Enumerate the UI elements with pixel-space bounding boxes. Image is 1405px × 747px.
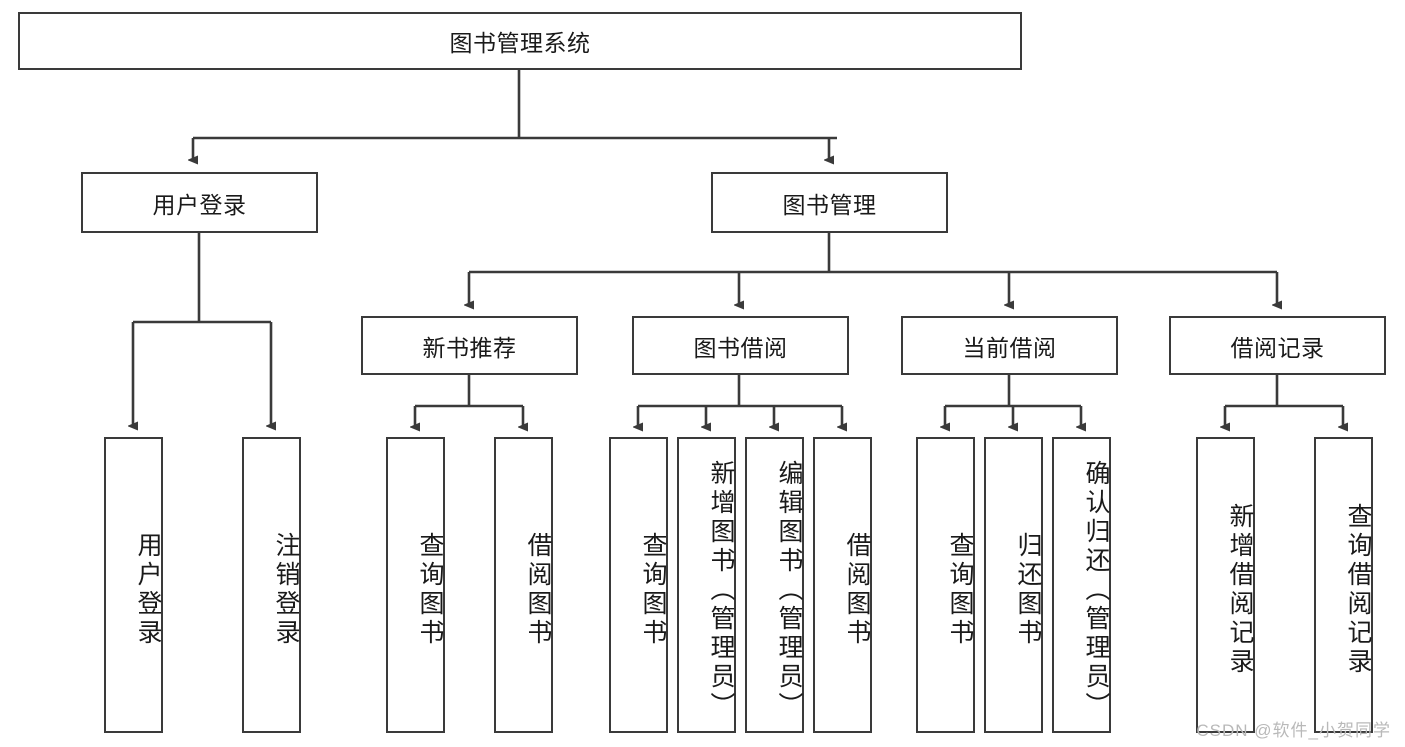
node-label: 借阅图书 bbox=[843, 532, 871, 648]
node-root-system[interactable]: 图书管理系统 bbox=[18, 12, 1022, 70]
node-leaf-user-login-logout[interactable]: 注销登录 bbox=[242, 437, 301, 733]
node-leaf-current-confirm-return[interactable]: 确认归还（管理员） bbox=[1052, 437, 1111, 733]
node-leaf-user-login-login[interactable]: 用户登录 bbox=[104, 437, 163, 733]
node-label: 新增图书（管理员） bbox=[707, 459, 735, 721]
node-label: 查询借阅记录 bbox=[1344, 503, 1372, 677]
node-label: 借阅图书 bbox=[524, 532, 552, 648]
edge-group-root bbox=[193, 70, 837, 160]
node-label: 图书管理系统 bbox=[449, 30, 591, 56]
node-label: 归还图书 bbox=[1014, 532, 1042, 648]
node-label: 查询图书 bbox=[946, 532, 974, 648]
node-label: 图书借阅 bbox=[693, 334, 788, 361]
watermark-text: CSDN @软件_小贺同学 bbox=[1196, 721, 1391, 740]
node-label: 用户登录 bbox=[134, 532, 162, 648]
edge-group-book-manage bbox=[469, 233, 1277, 305]
node-leaf-borrow-edit[interactable]: 编辑图书（管理员） bbox=[745, 437, 804, 733]
node-leaf-current-query[interactable]: 查询图书 bbox=[916, 437, 975, 733]
edge-group-borrow-record bbox=[1225, 375, 1343, 427]
node-label: 新书推荐 bbox=[422, 334, 517, 361]
node-label: 当前借阅 bbox=[962, 334, 1057, 361]
edge-group-user-login bbox=[133, 233, 271, 426]
node-book-manage[interactable]: 图书管理 bbox=[711, 172, 948, 233]
edge-group-new-book bbox=[415, 375, 523, 427]
node-label: 编辑图书（管理员） bbox=[775, 459, 803, 721]
edge-group-current-borrow bbox=[945, 375, 1081, 427]
node-label: 注销登录 bbox=[272, 532, 300, 648]
node-label: 借阅记录 bbox=[1230, 334, 1325, 361]
node-label: 查询图书 bbox=[416, 532, 444, 648]
edge-group-book-borrow bbox=[638, 375, 842, 427]
node-leaf-new-book-query[interactable]: 查询图书 bbox=[386, 437, 445, 733]
node-leaf-new-book-borrow[interactable]: 借阅图书 bbox=[494, 437, 553, 733]
node-label: 新增借阅记录 bbox=[1226, 503, 1254, 677]
node-user-login[interactable]: 用户登录 bbox=[81, 172, 318, 233]
node-leaf-current-return[interactable]: 归还图书 bbox=[984, 437, 1043, 733]
node-book-borrow[interactable]: 图书借阅 bbox=[632, 316, 849, 375]
node-borrow-record[interactable]: 借阅记录 bbox=[1169, 316, 1386, 375]
node-label: 确认归还（管理员） bbox=[1082, 459, 1110, 721]
node-leaf-record-add[interactable]: 新增借阅记录 bbox=[1196, 437, 1255, 733]
node-current-borrow[interactable]: 当前借阅 bbox=[901, 316, 1118, 375]
node-label: 图书管理 bbox=[782, 191, 877, 218]
node-leaf-borrow-query[interactable]: 查询图书 bbox=[609, 437, 668, 733]
node-leaf-record-query[interactable]: 查询借阅记录 bbox=[1314, 437, 1373, 733]
node-new-book-recommend[interactable]: 新书推荐 bbox=[361, 316, 578, 375]
node-leaf-borrow-add[interactable]: 新增图书（管理员） bbox=[677, 437, 736, 733]
node-leaf-borrow-borrow[interactable]: 借阅图书 bbox=[813, 437, 872, 733]
node-label: 查询图书 bbox=[639, 532, 667, 648]
node-label: 用户登录 bbox=[152, 191, 247, 218]
